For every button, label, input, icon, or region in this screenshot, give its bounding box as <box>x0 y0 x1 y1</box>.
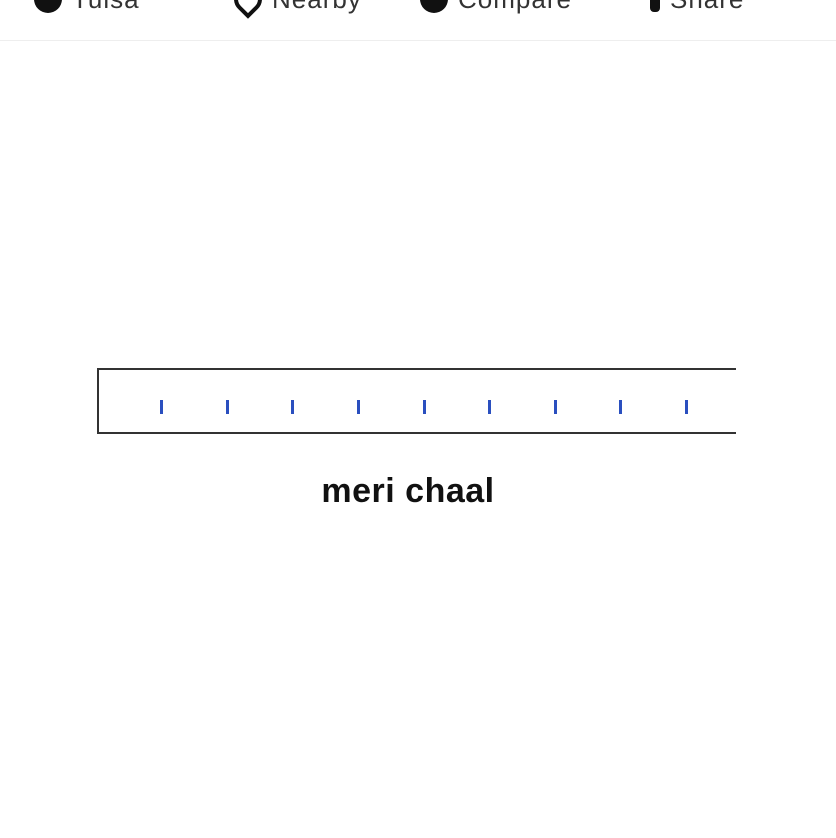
toolbar-item-4[interactable]: Share <box>650 0 744 14</box>
toolbar-item-2[interactable]: Nearby <box>228 0 362 19</box>
circle-icon <box>420 0 448 13</box>
bolt-icon <box>650 0 660 12</box>
toolbar-item-label: Tulsa <box>72 0 140 15</box>
toolbar-item-label: Nearby <box>272 0 362 15</box>
toolbar-item-3[interactable]: Compare <box>420 0 572 14</box>
track-marker <box>619 400 622 414</box>
text-track[interactable] <box>97 368 736 434</box>
toolbar-item-1[interactable]: Tulsa <box>34 0 140 14</box>
track-marker <box>685 400 688 414</box>
caption-text: meri chaal <box>321 472 495 510</box>
track-marker <box>226 400 229 414</box>
top-toolbar: Tulsa Nearby Compare Share <box>0 0 836 41</box>
circle-icon <box>34 0 62 13</box>
track-marker <box>423 400 426 414</box>
track-marker <box>488 400 491 414</box>
track-marker <box>291 400 294 414</box>
pin-icon <box>228 0 268 19</box>
track-marker <box>554 400 557 414</box>
track-marker <box>357 400 360 414</box>
toolbar-item-label: Compare <box>458 0 572 15</box>
toolbar-item-label: Share <box>670 0 744 15</box>
track-marker <box>160 400 163 414</box>
